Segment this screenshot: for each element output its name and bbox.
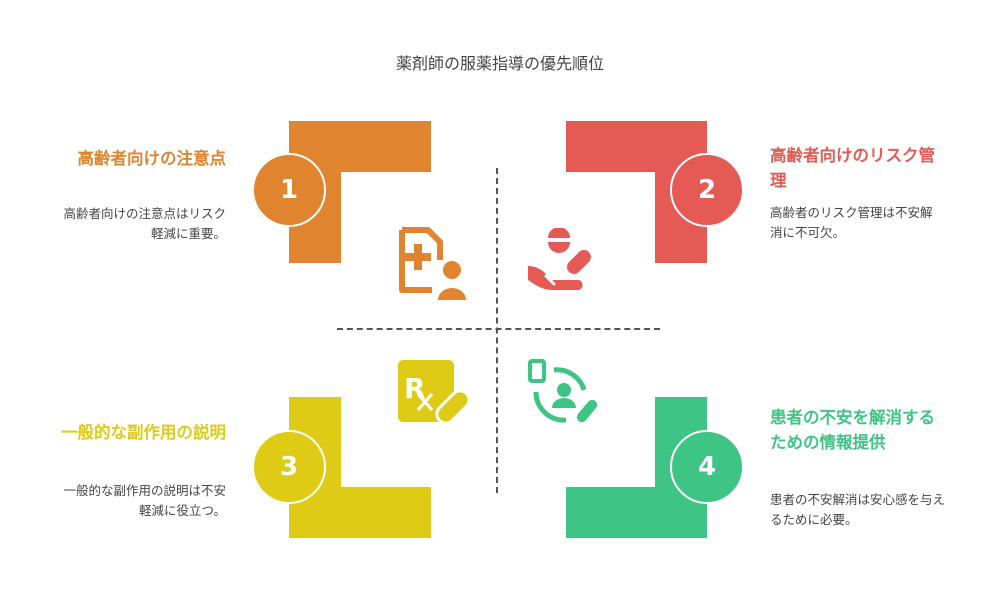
description-3: 一般的な副作用の説明は不安軽減に役立つ。 [63, 483, 226, 518]
vertical-divider [496, 168, 498, 493]
number-badge-4: 4 [670, 430, 744, 504]
number-badge-1: 1 [252, 153, 326, 227]
description-4: 患者の不安解消は安心感を与えるために必要。 [770, 492, 946, 527]
number-badge-2: 2 [670, 153, 744, 227]
heading-4: 患者の不安を解消するための情報提供 [770, 408, 935, 452]
description-2: 高齢者のリスク管理は不安解消に不可欠。 [770, 205, 933, 240]
patient-info-cycle-icon [528, 359, 598, 423]
horizontal-divider [337, 328, 660, 330]
heading-2: 高齢者向けのリスク管理 [770, 146, 935, 190]
number-badge-3: 3 [252, 430, 326, 504]
heading-1: 高齢者向けの注意点 [77, 149, 227, 168]
medical-document-user-icon [399, 227, 466, 300]
hand-pills-icon [528, 228, 591, 290]
heading-3: 一般的な副作用の説明 [61, 423, 226, 442]
prescription-rx-icon: R [398, 360, 471, 425]
block-3-bottom [289, 487, 431, 538]
description-1: 高齢者向けの注意点はリスク軽減に重要。 [63, 206, 226, 241]
diagram-title: 薬剤師の服薬指導の優先順位 [395, 54, 604, 73]
